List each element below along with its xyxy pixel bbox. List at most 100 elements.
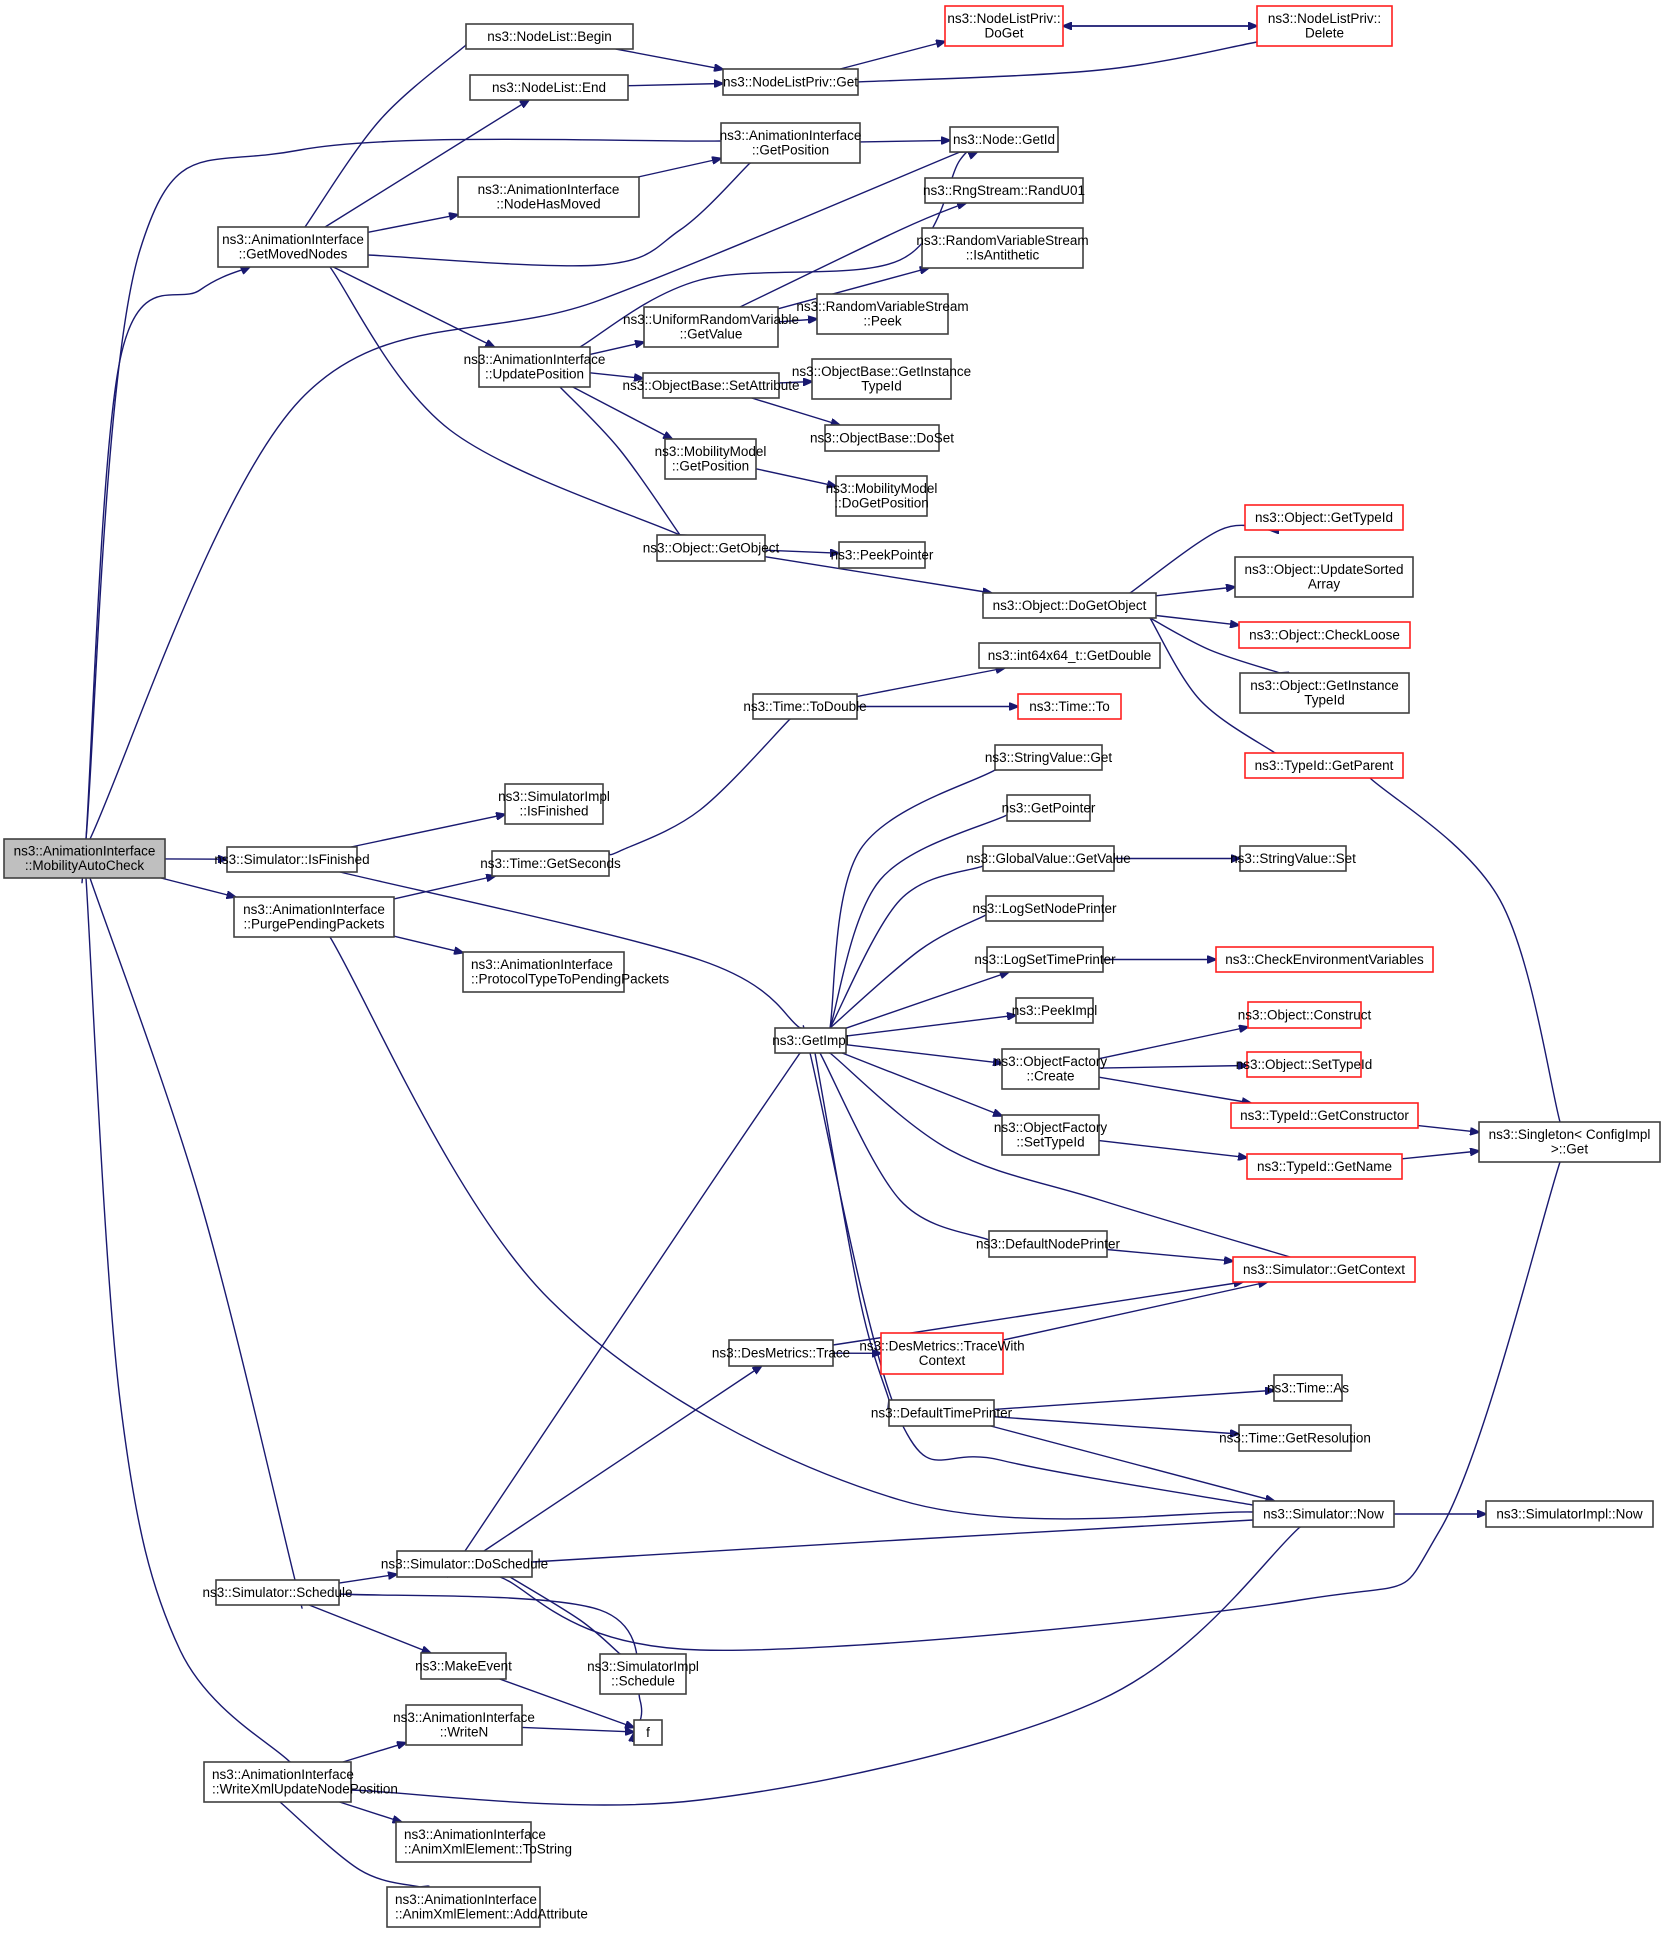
node-make-event[interactable]: ns3::MakeEvent	[415, 1652, 512, 1680]
node-box[interactable]	[1232, 1256, 1416, 1283]
node-simulator-schedule[interactable]: ns3::Simulator::Schedule	[202, 1579, 353, 1606]
node-box[interactable]	[982, 845, 1115, 872]
node-node-list-priv-do-get[interactable]: ns3::NodeListPriv::DoGet	[944, 5, 1064, 47]
node-box[interactable]	[469, 74, 629, 101]
node-box[interactable]	[1246, 1153, 1403, 1180]
node-is-antithetic[interactable]: ns3::RandomVariableStream::IsAntithetic	[916, 227, 1089, 269]
node-box[interactable]	[1273, 1374, 1343, 1402]
node-box[interactable]	[988, 1230, 1108, 1258]
node-des-metrics-trace[interactable]: ns3::DesMetrics::Trace	[712, 1339, 850, 1367]
node-box[interactable]	[835, 475, 928, 517]
node-box[interactable]	[1239, 672, 1410, 714]
node-global-value-get-value[interactable]: ns3::GlobalValue::GetValue	[966, 845, 1131, 872]
node-object-construct[interactable]: ns3::Object::Construct	[1238, 1001, 1372, 1029]
node-box[interactable]	[656, 534, 766, 562]
node-get-parent[interactable]: ns3::TypeId::GetParent	[1244, 752, 1404, 779]
node-box[interactable]	[599, 1653, 687, 1695]
node-get-context[interactable]: ns3::Simulator::GetContext	[1232, 1256, 1416, 1283]
node-box[interactable]	[664, 438, 757, 480]
node-aiget-position[interactable]: ns3::AnimationInterface::GetPosition	[720, 122, 862, 164]
node-type-id-get-name[interactable]: ns3::TypeId::GetName	[1246, 1153, 1403, 1180]
node-do-get-object[interactable]: ns3::Object::DoGetObject	[982, 592, 1157, 619]
node-box[interactable]	[633, 1719, 663, 1746]
node-write-n[interactable]: ns3::AnimationInterface::WriteN	[393, 1704, 535, 1746]
node-time-to[interactable]: ns3::Time::To	[1017, 693, 1122, 720]
node-rand-u01[interactable]: ns3::RngStream::RandU01	[923, 177, 1085, 204]
node-box[interactable]	[457, 176, 640, 218]
node-object-factory-set-type-id[interactable]: ns3::ObjectFactory::SetTypeId	[994, 1114, 1108, 1156]
node-string-value-set[interactable]: ns3::StringValue::Set	[1230, 845, 1356, 872]
node-check-environment-variables[interactable]: ns3::CheckEnvironmentVariables	[1215, 946, 1434, 973]
node-box[interactable]	[1017, 693, 1122, 720]
node-box[interactable]	[1238, 1424, 1352, 1452]
node-update-position[interactable]: ns3::AnimationInterface::UpdatePosition	[464, 346, 606, 388]
node-box[interactable]	[880, 1332, 1004, 1375]
node-box[interactable]	[985, 895, 1104, 922]
node-get-constructor[interactable]: ns3::TypeId::GetConstructor	[1230, 1102, 1419, 1129]
node-box[interactable]	[816, 293, 949, 335]
node-box[interactable]	[720, 122, 861, 164]
node-get-pointer[interactable]: ns3::GetPointer	[1002, 794, 1096, 822]
node-f[interactable]: f	[633, 1719, 663, 1746]
node-box[interactable]	[1230, 1102, 1419, 1129]
node-box[interactable]	[465, 23, 634, 50]
node-time-as[interactable]: ns3::Time::As	[1267, 1374, 1349, 1402]
node-simulator-is-finished[interactable]: ns3::Simulator::IsFinished	[214, 846, 370, 873]
node-box[interactable]	[944, 5, 1064, 47]
node-node-list-begin[interactable]: ns3::NodeList::Begin	[465, 23, 634, 50]
node-check-loose[interactable]: ns3::Object::CheckLoose	[1238, 621, 1411, 649]
node-mmget-position[interactable]: ns3::MobilityModel::GetPosition	[655, 438, 767, 480]
node-box[interactable]	[1256, 5, 1393, 47]
node-box[interactable]	[811, 358, 952, 400]
node-box[interactable]	[994, 744, 1103, 771]
node-box[interactable]	[396, 1550, 533, 1578]
node-box[interactable]	[774, 1027, 847, 1054]
node-box[interactable]	[728, 1339, 834, 1367]
node-to-string[interactable]: ns3::AnimationInterface::AnimXmlElement:…	[395, 1821, 572, 1863]
node-box[interactable]	[1215, 946, 1434, 973]
node-box[interactable]	[1239, 845, 1347, 872]
node-box[interactable]	[1247, 1001, 1362, 1029]
node-singleton-get[interactable]: ns3::Singleton< ConfigImpl >::Get	[1478, 1121, 1661, 1163]
node-box[interactable]	[824, 424, 940, 452]
node-mmdo-get-position[interactable]: ns3::MobilityModel::DoGetPosition	[826, 475, 938, 517]
node-string-value-get[interactable]: ns3::StringValue::Get	[985, 744, 1113, 771]
node-node-list-end[interactable]: ns3::NodeList::End	[469, 74, 629, 101]
node-node-list-priv-delete[interactable]: ns3::NodeListPriv::Delete	[1256, 5, 1393, 47]
node-time-get-resolution[interactable]: ns3::Time::GetResolution	[1219, 1424, 1371, 1452]
node-box[interactable]	[722, 68, 859, 96]
node-default-time-printer[interactable]: ns3::DefaultTimePrinter	[871, 1399, 1013, 1427]
node-box[interactable]	[462, 951, 625, 993]
node-box[interactable]	[504, 783, 604, 825]
node-get-impl[interactable]: ns3::GetImpl	[772, 1027, 849, 1054]
node-box[interactable]	[3, 838, 166, 879]
node-box[interactable]	[491, 850, 610, 877]
node-box[interactable]	[1246, 1051, 1362, 1078]
node-box[interactable]	[405, 1704, 523, 1746]
node-box[interactable]	[217, 226, 369, 268]
node-urvget-value[interactable]: ns3::UniformRandomVariable::GetValue	[623, 306, 799, 348]
node-box[interactable]	[642, 372, 780, 399]
node-peek-impl[interactable]: ns3::PeekImpl	[1012, 997, 1098, 1024]
node-box[interactable]	[982, 592, 1157, 619]
node-box[interactable]	[233, 896, 395, 938]
node-box[interactable]	[1485, 1500, 1654, 1528]
node-box[interactable]	[395, 1821, 532, 1863]
node-box[interactable]	[1244, 504, 1404, 531]
node-get-moved-nodes[interactable]: ns3::AnimationInterface::GetMovedNodes	[217, 226, 369, 268]
node-box[interactable]	[1006, 794, 1091, 822]
node-box[interactable]	[1001, 1048, 1100, 1090]
node-get-double[interactable]: ns3::int64x64_t::GetDouble	[978, 642, 1161, 669]
node-protocol-type-to-pending-packets[interactable]: ns3::AnimationInterface::ProtocolTypeToP…	[462, 951, 669, 993]
node-do-schedule[interactable]: ns3::Simulator::DoSchedule	[381, 1550, 548, 1578]
node-simulator-now[interactable]: ns3::Simulator::Now	[1252, 1500, 1395, 1528]
node-node-has-moved[interactable]: ns3::AnimationInterface::NodeHasMoved	[457, 176, 640, 218]
node-box[interactable]	[921, 227, 1084, 269]
node-box[interactable]	[1252, 1500, 1395, 1528]
node-mobility-auto-check[interactable]: ns3::AnimationInterface::MobilityAutoChe…	[3, 838, 166, 879]
node-simulator-impl-now[interactable]: ns3::SimulatorImpl::Now	[1485, 1500, 1654, 1528]
